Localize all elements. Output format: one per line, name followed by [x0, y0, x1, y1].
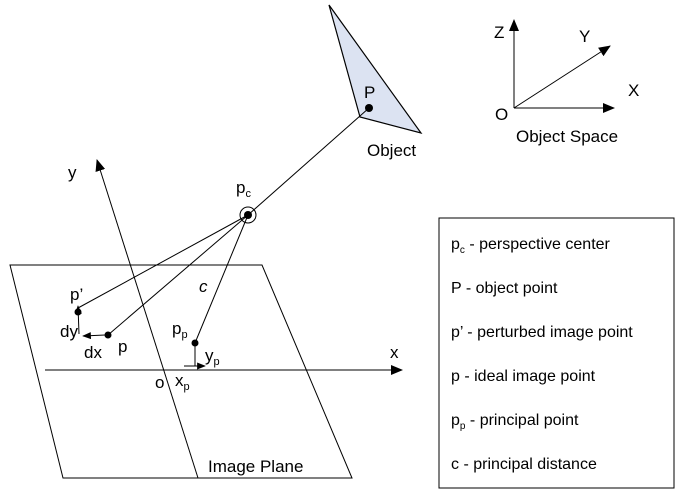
legend-box: [438, 217, 675, 489]
image-origin-label: o: [155, 373, 164, 392]
dy-label: dy: [60, 322, 78, 341]
object-shape: [328, 4, 423, 135]
ray-center-to-ideal: [107, 214, 249, 336]
ideal-point-marker: [104, 331, 112, 339]
image-y-axis: [95, 159, 199, 479]
dx-arrow: [82, 332, 106, 340]
ray-center-to-principal: [194, 214, 249, 344]
object-space-x-label: X: [628, 81, 639, 100]
image-plane: [9, 264, 353, 479]
legend-item: p’ - perturbed image point: [451, 324, 633, 341]
perspective-center-label: pc: [236, 178, 251, 200]
legend-item: pc - perspective center: [451, 236, 611, 256]
xp-label: xp: [175, 371, 190, 393]
dx-label: dx: [84, 343, 102, 362]
principal-distance-label: c: [199, 277, 208, 296]
object-space-label: Object Space: [516, 127, 618, 146]
perturbed-point-label: p’: [70, 285, 83, 304]
legend-item: P - object point: [451, 280, 558, 297]
yp-label: yp: [205, 346, 220, 368]
legend-item: c - principal distance: [451, 456, 597, 473]
image-plane-label: Image Plane: [208, 457, 303, 476]
perspective-center-ring: [239, 206, 257, 224]
legend-item: pp - principal point: [451, 412, 579, 432]
object-space-origin-label: O: [495, 105, 508, 124]
legend-item: p - ideal image point: [451, 368, 596, 385]
principal-point-marker: [191, 339, 199, 347]
legend-list: pc - perspective center P - object point p…: [451, 236, 633, 473]
image-x-label: x: [390, 343, 399, 362]
object-point-label: P: [364, 83, 375, 102]
object-space-y-label: Y: [579, 27, 590, 46]
ray-object-to-center: [247, 107, 370, 216]
image-y-label: y: [68, 163, 77, 182]
perspective-center-marker: [244, 211, 252, 219]
object-label: Object: [367, 141, 416, 160]
principal-point-label: pp: [172, 319, 188, 341]
ray-center-to-perturbed: [77, 214, 249, 309]
object-y-axis: [513, 45, 611, 109]
ideal-point-label: p: [118, 337, 127, 356]
perturbed-point-marker: [74, 308, 82, 316]
object-space-z-label: Z: [494, 23, 504, 42]
